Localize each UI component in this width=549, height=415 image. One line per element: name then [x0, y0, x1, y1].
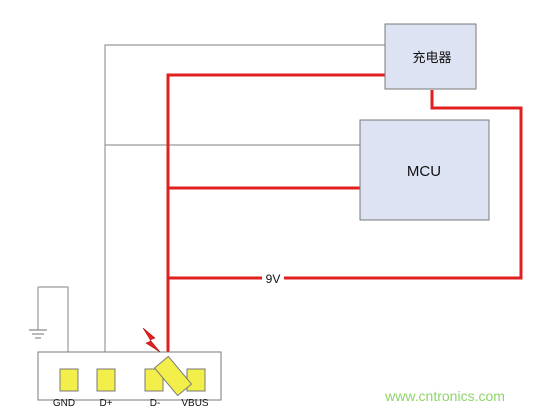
- lightning-bolt-icon: [142, 327, 161, 353]
- pin-label-d-minus: D-: [150, 398, 161, 409]
- d-plus-signal-wire: [104, 44, 385, 376]
- pin-label-gnd: GND: [53, 398, 75, 409]
- voltage-label-background: [262, 271, 284, 284]
- signal-wires: [37, 44, 385, 376]
- power-wires: [166, 73, 523, 370]
- gnd-wire: [38, 286, 69, 370]
- d-minus-pin: [144, 368, 164, 392]
- d-plus-pin: [96, 368, 116, 392]
- mcu-label: MCU: [407, 163, 441, 180]
- pin-label-vbus: VBUS: [181, 398, 209, 409]
- pin-label-d-plus: D+: [99, 398, 112, 409]
- charger-box: [384, 23, 477, 90]
- ground-symbol-icon: [29, 329, 47, 339]
- charger-output-9v-wire: [168, 90, 523, 280]
- voltage-label: 9V: [266, 272, 281, 286]
- watermark-text: www.cntronics.com: [384, 388, 505, 404]
- vbus-to-charger-wire: [166, 73, 385, 370]
- mcu-box: [359, 119, 490, 221]
- short-circuit-bar: [153, 355, 193, 397]
- charger-label: 充电器: [412, 50, 451, 65]
- gnd-pin: [59, 368, 79, 392]
- vbus-pin: [186, 368, 206, 392]
